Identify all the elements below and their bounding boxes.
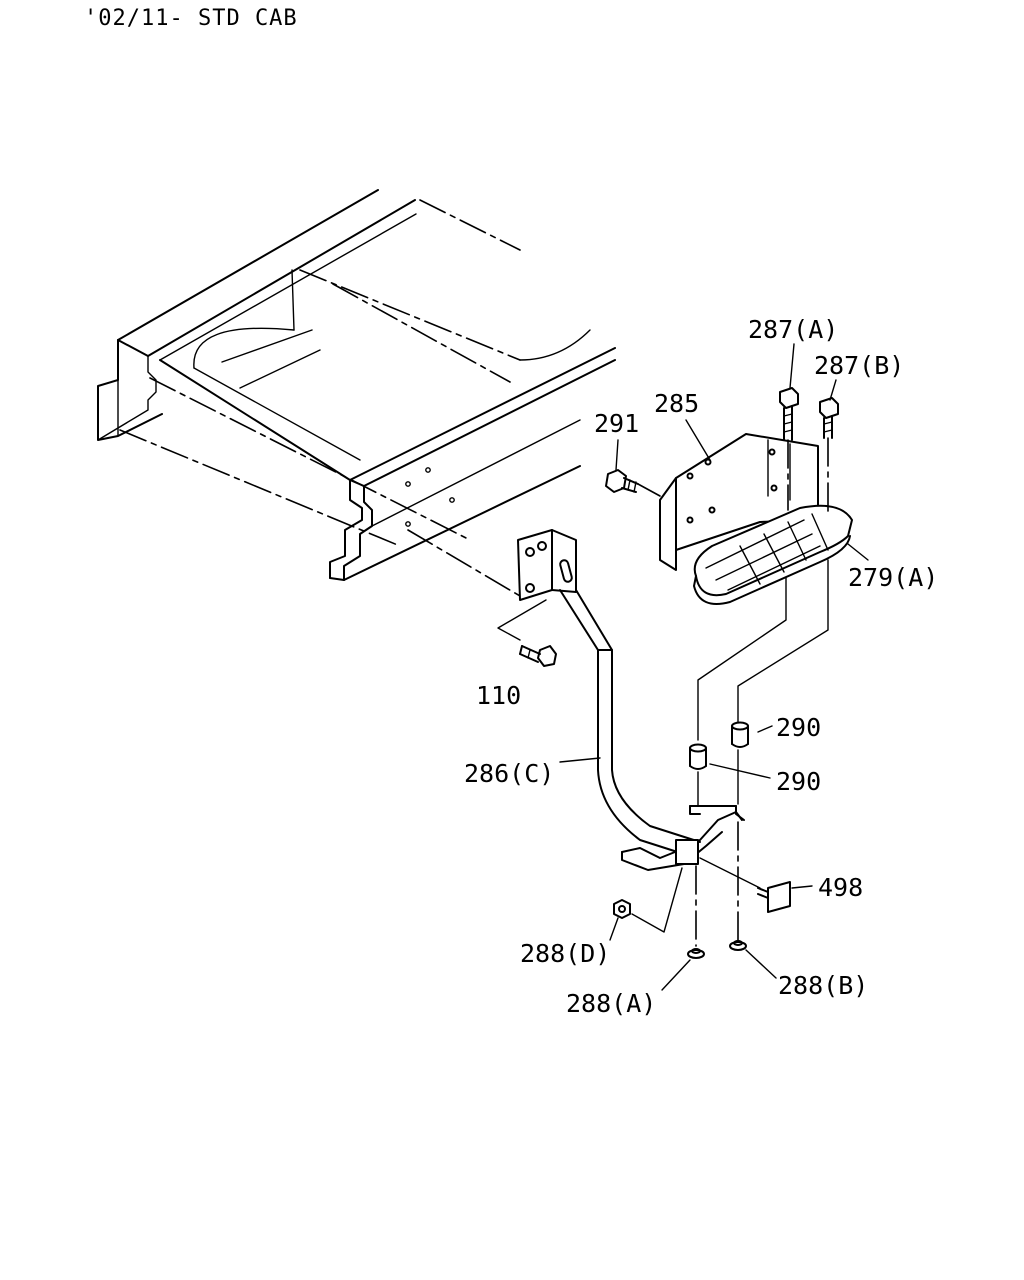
callout-287a: 287(A) xyxy=(748,315,838,344)
callout-110: 110 xyxy=(476,681,521,710)
callout-291: 291 xyxy=(594,409,639,438)
callout-290-left: 290 xyxy=(776,767,821,796)
callout-288b: 288(B) xyxy=(778,971,868,1000)
nut-288b xyxy=(729,940,747,951)
step-bracket-286c xyxy=(517,529,745,871)
callout-288d: 288(D) xyxy=(520,939,610,968)
leader-lines xyxy=(559,343,869,991)
bolt-291 xyxy=(605,469,661,497)
cap-498 xyxy=(757,881,791,913)
bolt-287b xyxy=(819,397,839,517)
callout-286c: 286(C) xyxy=(464,759,554,788)
frame-rail xyxy=(97,189,616,581)
nut-288d xyxy=(613,899,631,919)
callout-287b: 287(B) xyxy=(814,351,904,380)
callout-279a: 279(A) xyxy=(848,563,938,592)
collar-290-right xyxy=(731,721,749,748)
collar-290-left xyxy=(689,743,707,770)
nut-288a xyxy=(687,948,705,959)
page-title: '02/11- STD CAB xyxy=(84,6,298,31)
assembly-lines xyxy=(407,529,829,947)
callout-498: 498 xyxy=(818,873,863,902)
step-plate-279a xyxy=(693,504,853,605)
callout-290-right: 290 xyxy=(776,713,821,742)
bolt-110 xyxy=(519,645,557,667)
bolt-287a xyxy=(779,387,799,511)
callout-288a: 288(A) xyxy=(566,989,656,1018)
callout-285: 285 xyxy=(654,389,699,418)
